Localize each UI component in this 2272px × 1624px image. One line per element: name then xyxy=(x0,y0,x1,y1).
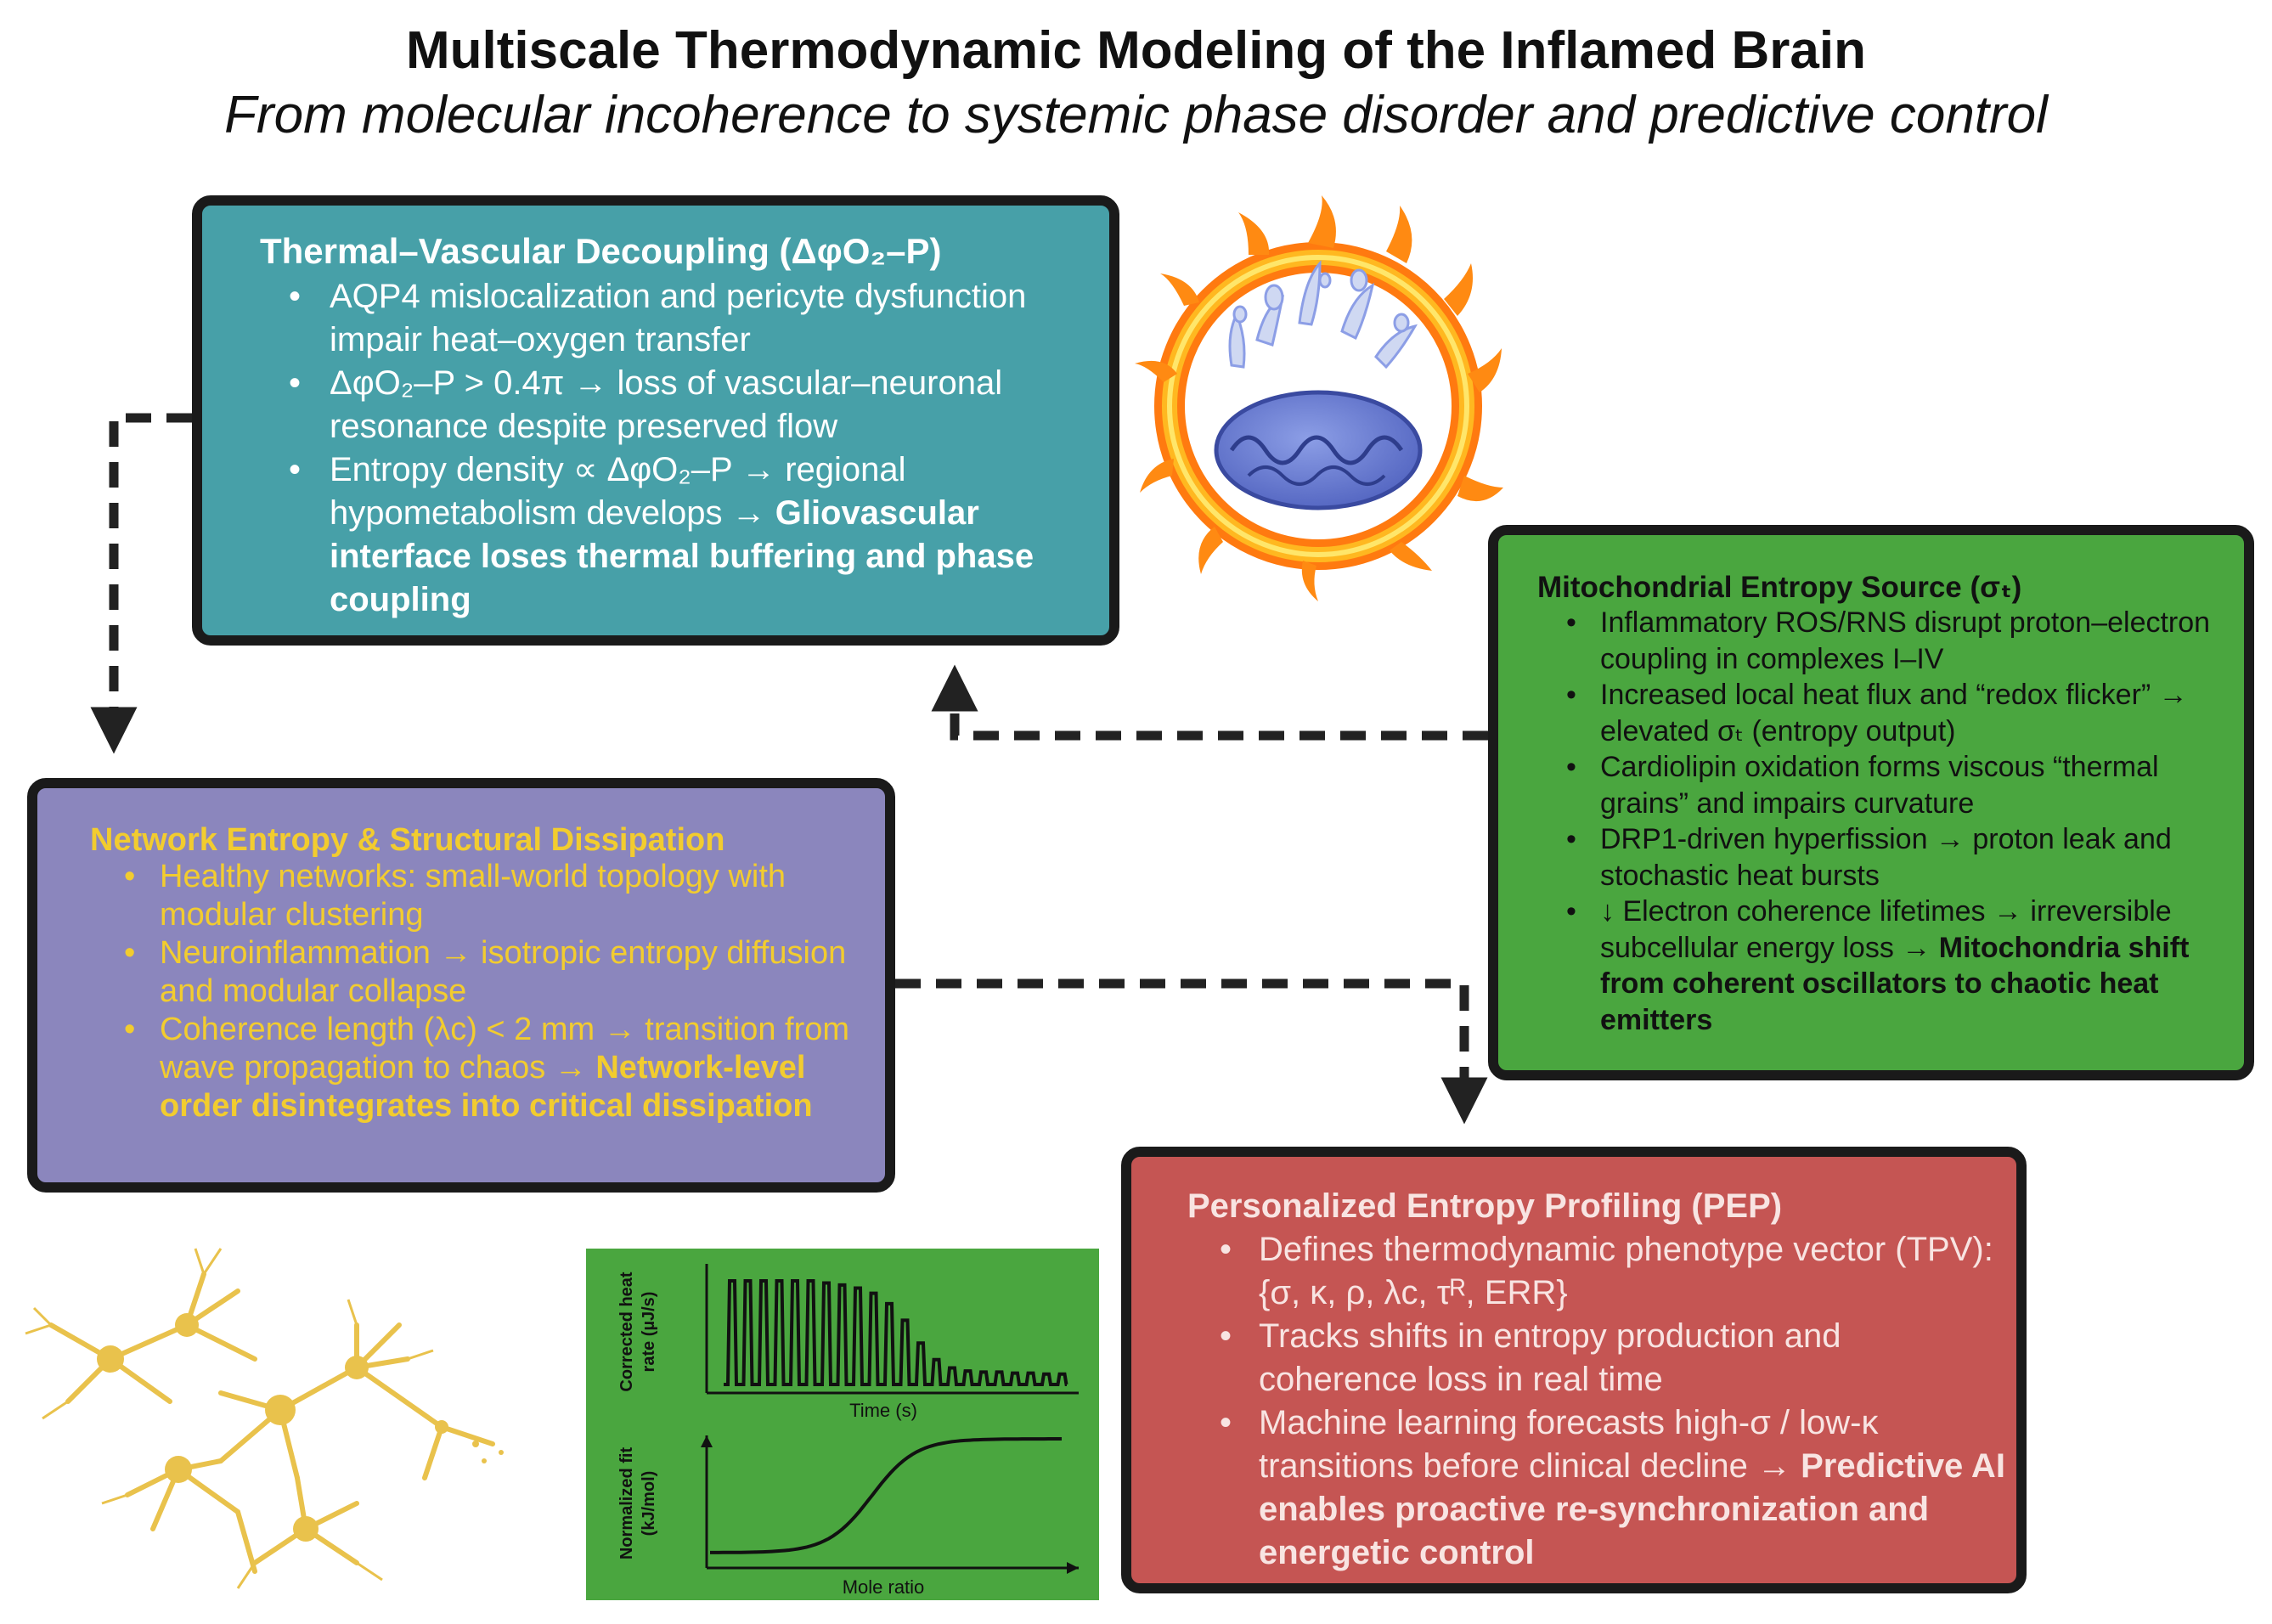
list-item: Inflammatory ROS/RNS disrupt proton–elec… xyxy=(1566,605,2246,677)
list-item: Tracks shifts in entropy production and … xyxy=(1220,1315,2006,1401)
list-item: ↓ Electron coherence lifetimes → irrever… xyxy=(1566,894,2246,1038)
thermal-vascular-list: AQP4 mislocalization and pericyte dysfun… xyxy=(289,275,1094,622)
pep-heading: Personalized Entropy Profiling (PEP) xyxy=(1187,1187,1783,1225)
network-entropy-list: Healthy networks: small-world topology w… xyxy=(124,858,873,1125)
heat-rate-trace xyxy=(724,1279,1068,1386)
fit-sigmoid-curve xyxy=(710,1437,1062,1554)
list-item-conclusion: Predictive AI enables proactive re-synch… xyxy=(1259,1447,2005,1571)
list-item: Healthy networks: small-world topology w… xyxy=(124,858,873,934)
bottom-x-label: Mole ratio xyxy=(843,1576,925,1598)
list-item: DRP1-driven hyperfission → proton leak a… xyxy=(1566,821,2246,894)
top-y-label-line2: rate (µJ/s) xyxy=(640,1292,658,1373)
network-entropy-heading: Network Entropy & Structural Dissipation xyxy=(90,822,725,858)
list-item-conclusion: Gliovascular interface loses thermal buf… xyxy=(330,494,1035,618)
list-item: AQP4 mislocalization and pericyte dysfun… xyxy=(289,275,1094,362)
arrow-mito-to-thermal xyxy=(931,664,1488,741)
pep-box: Personalized Entropy Profiling (PEP) Def… xyxy=(1121,1147,2027,1593)
mitochondrial-entropy-heading: Mitochondrial Entropy Source (σₜ) xyxy=(1537,571,2022,604)
list-item: Neuroinflammation → isotropic entropy di… xyxy=(124,934,873,1011)
page-subtitle: From molecular incoherence to systemic p… xyxy=(224,86,2048,144)
list-item: Increased local heat flux and “redox fli… xyxy=(1566,677,2246,749)
list-item-conclusion: Network-level order disintegrates into c… xyxy=(160,1050,813,1124)
top-y-label-line1: Corrected heat xyxy=(617,1272,636,1391)
list-item-text: Machine learning forecasts high-σ / low-… xyxy=(1259,1404,1879,1485)
page-title: Multiscale Thermodynamic Modeling of the… xyxy=(405,21,1867,80)
list-item-conclusion: Mitochondria shift from coherent oscilla… xyxy=(1600,931,2190,1036)
list-item: Coherence length (λc) < 2 mm → transitio… xyxy=(124,1011,873,1125)
arrow-thermal-to-network xyxy=(90,413,192,754)
list-item: Defines thermodynamic phenotype vector (… xyxy=(1220,1228,2006,1315)
list-item: Machine learning forecasts high-σ / low-… xyxy=(1220,1401,2006,1575)
mitochondrial-entropy-box: Mitochondrial Entropy Source (σₜ) Inflam… xyxy=(1488,525,2254,1080)
top-x-label: Time (s) xyxy=(849,1400,917,1421)
pep-list: Defines thermodynamic phenotype vector (… xyxy=(1220,1228,2006,1575)
list-item: ΔφO₂–P > 0.4π → loss of vascular–neurona… xyxy=(289,362,1094,448)
heat-rate-chart: Time (s) Corrected heat rate (µJ/s) xyxy=(617,1264,1079,1421)
thermal-vascular-box: Thermal–Vascular Decoupling (ΔφO₂–P) AQP… xyxy=(192,195,1119,646)
bottom-y-label-line2: (kJ/mol) xyxy=(640,1471,658,1537)
mitochondrial-entropy-list: Inflammatory ROS/RNS disrupt proton–elec… xyxy=(1566,605,2246,1038)
list-item: Cardiolipin oxidation forms viscous “the… xyxy=(1566,749,2246,821)
thermal-vascular-heading: Thermal–Vascular Decoupling (ΔφO₂–P) xyxy=(260,231,942,271)
bottom-y-label-line1: Normalized fit xyxy=(617,1447,636,1560)
network-entropy-box: Network Entropy & Structural Dissipation… xyxy=(27,778,895,1193)
list-item-text: Coherence length (λc) < 2 mm → transitio… xyxy=(160,1012,850,1085)
list-item: Entropy density ∝ ΔφO₂–P → regional hypo… xyxy=(289,448,1094,622)
itc-panel-background xyxy=(586,1249,1099,1600)
list-item-text: ↓ Electron coherence lifetimes → irrever… xyxy=(1600,895,2172,964)
list-item-text: Entropy density ∝ ΔφO₂–P → regional hypo… xyxy=(330,451,906,532)
fit-chart: Mole ratio Normalized fit (kJ/mol) xyxy=(617,1435,1079,1598)
